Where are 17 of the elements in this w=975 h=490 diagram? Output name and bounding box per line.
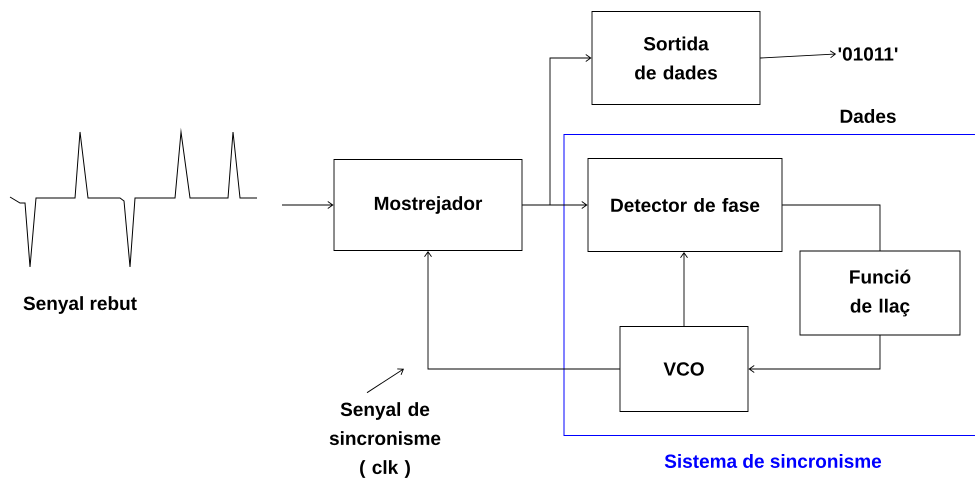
process-box: Sortida de dades xyxy=(592,11,760,105)
text-label: '01011' xyxy=(838,47,898,61)
process-box: Mostrejador xyxy=(334,159,522,251)
signal-label: Senyal rebut xyxy=(24,296,137,314)
text-label: Dades xyxy=(840,109,896,123)
arrow xyxy=(748,335,880,373)
process-box: Funció de llaç xyxy=(800,250,960,336)
arrow xyxy=(680,252,688,326)
arrow xyxy=(760,50,836,58)
frame-title: Sistema de sincronisme xyxy=(664,454,882,468)
arrow xyxy=(424,250,620,370)
process-box: Detector de fase xyxy=(588,158,782,252)
arrow xyxy=(282,201,334,209)
process-box: VCO xyxy=(620,326,748,412)
text-label: Senyal de sincronisme ( clk ) xyxy=(330,402,440,478)
leader-line xyxy=(366,368,404,394)
arrow xyxy=(522,201,588,209)
